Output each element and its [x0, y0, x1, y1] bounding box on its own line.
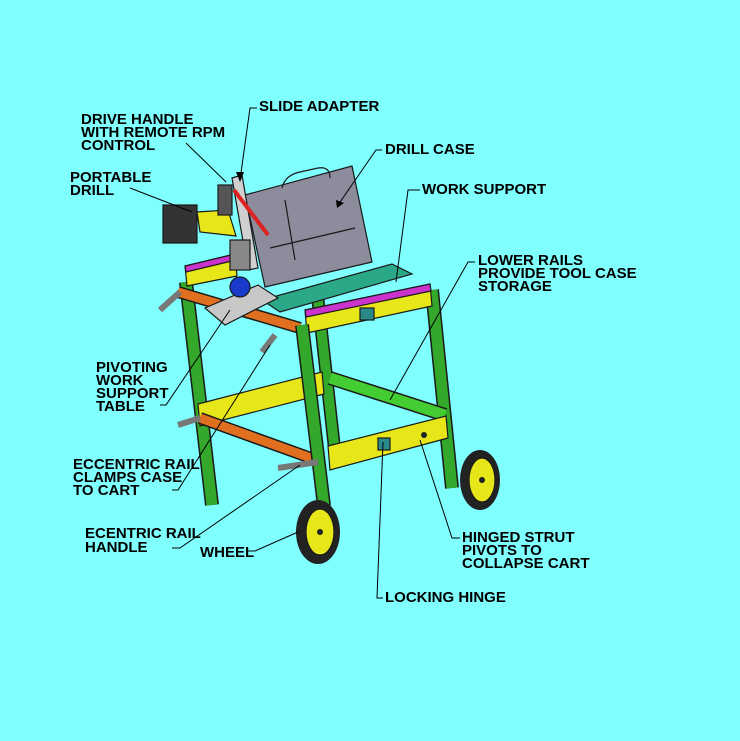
leader-portable-drill: [129, 187, 193, 213]
cart-frame: [157, 165, 500, 564]
drill-case-handle: [281, 167, 331, 189]
label-hinged-strut-2: PIVOTS TO: [462, 542, 542, 559]
case-detail: [284, 199, 296, 261]
arrow-icon: [236, 172, 244, 182]
leader-pivoting-table: [160, 309, 231, 406]
label-drive-handle-3: CONTROL: [81, 137, 155, 154]
leader-drive-handle: [185, 142, 227, 183]
clamp-handle: [157, 289, 183, 313]
drill-chuck: [229, 239, 251, 271]
leader-wheel: [248, 531, 299, 552]
rpm-control-handle: [232, 188, 270, 237]
rear-wheel: [460, 450, 500, 510]
label-locking-hinge: LOCKING HINGE: [385, 589, 506, 606]
label-hinged-strut-1: HINGED STRUT: [462, 529, 575, 546]
label-pivoting-3: SUPPORT: [96, 385, 169, 402]
leader-hinged-strut: [419, 439, 460, 539]
locking-hinge: [377, 437, 391, 451]
leader-lines: [129, 107, 475, 599]
callout-labels: SLIDE ADAPTER DRIVE HANDLE WITH REMOTE R…: [70, 98, 637, 606]
hinged-strut: [328, 372, 447, 421]
label-pivoting-2: WORK: [96, 372, 144, 389]
label-eccentric-clamps-2: CLAMPS CASE: [73, 469, 182, 486]
rail-latch: [359, 307, 375, 321]
drill-battery: [162, 204, 198, 244]
leader-eccentric-clamps: [172, 344, 271, 491]
label-wheel: WHEEL: [200, 544, 254, 561]
label-ecentric-handle-1: ECENTRIC RAIL: [85, 525, 201, 542]
drill-case: [244, 165, 373, 288]
front-wheel: [296, 500, 340, 564]
leader-locking-hinge: [376, 441, 384, 599]
eccentric-rail-lower: [198, 413, 324, 467]
arrow-icon: [336, 200, 344, 208]
label-eccentric-clamps-3: TO CART: [73, 482, 139, 499]
label-drive-handle-2: WITH REMOTE RPM: [81, 124, 225, 141]
clamp-handle: [177, 415, 201, 428]
case-detail: [269, 227, 356, 249]
label-lower-rails-2: PROVIDE TOOL CASE: [478, 265, 637, 282]
label-lower-rails-1: LOWER RAILS: [478, 252, 583, 269]
label-portable-drill-2: DRILL: [70, 182, 114, 199]
label-pivoting-1: PIVOTING: [96, 359, 168, 376]
label-eccentric-clamps-1: ECCENTRIC RAIL: [73, 456, 200, 473]
drive-handle-grip: [217, 184, 233, 216]
leader-lower-rails: [389, 261, 475, 401]
clamp-handle: [259, 333, 278, 354]
table-knob: [229, 276, 251, 298]
work-support-plate: [260, 263, 414, 313]
label-pivoting-4: TABLE: [96, 398, 145, 415]
leader-work-support: [395, 189, 420, 283]
label-hinged-strut-3: COLLAPSE CART: [462, 555, 590, 572]
leader-slide-adapter: [239, 107, 257, 181]
label-work-support: WORK SUPPORT: [422, 181, 546, 198]
front-leg: [296, 324, 330, 507]
top-front-rail-top: [304, 283, 432, 318]
label-ecentric-handle-2: HANDLE: [85, 539, 148, 556]
eccentric-rail-handle: [277, 459, 319, 471]
label-slide-adapter: SLIDE ADAPTER: [259, 98, 379, 115]
leader-ecentric-handle: [172, 464, 301, 549]
label-drive-handle-1: DRIVE HANDLE: [81, 111, 194, 128]
leader-drill-case: [337, 149, 382, 206]
left-leg: [180, 281, 218, 506]
label-lower-rails-3: STORAGE: [478, 278, 552, 295]
label-drill-case: DRILL CASE: [385, 141, 475, 158]
label-portable-drill-1: PORTABLE: [70, 169, 151, 186]
strut-pivot: [421, 432, 427, 438]
right-leg: [426, 289, 458, 489]
